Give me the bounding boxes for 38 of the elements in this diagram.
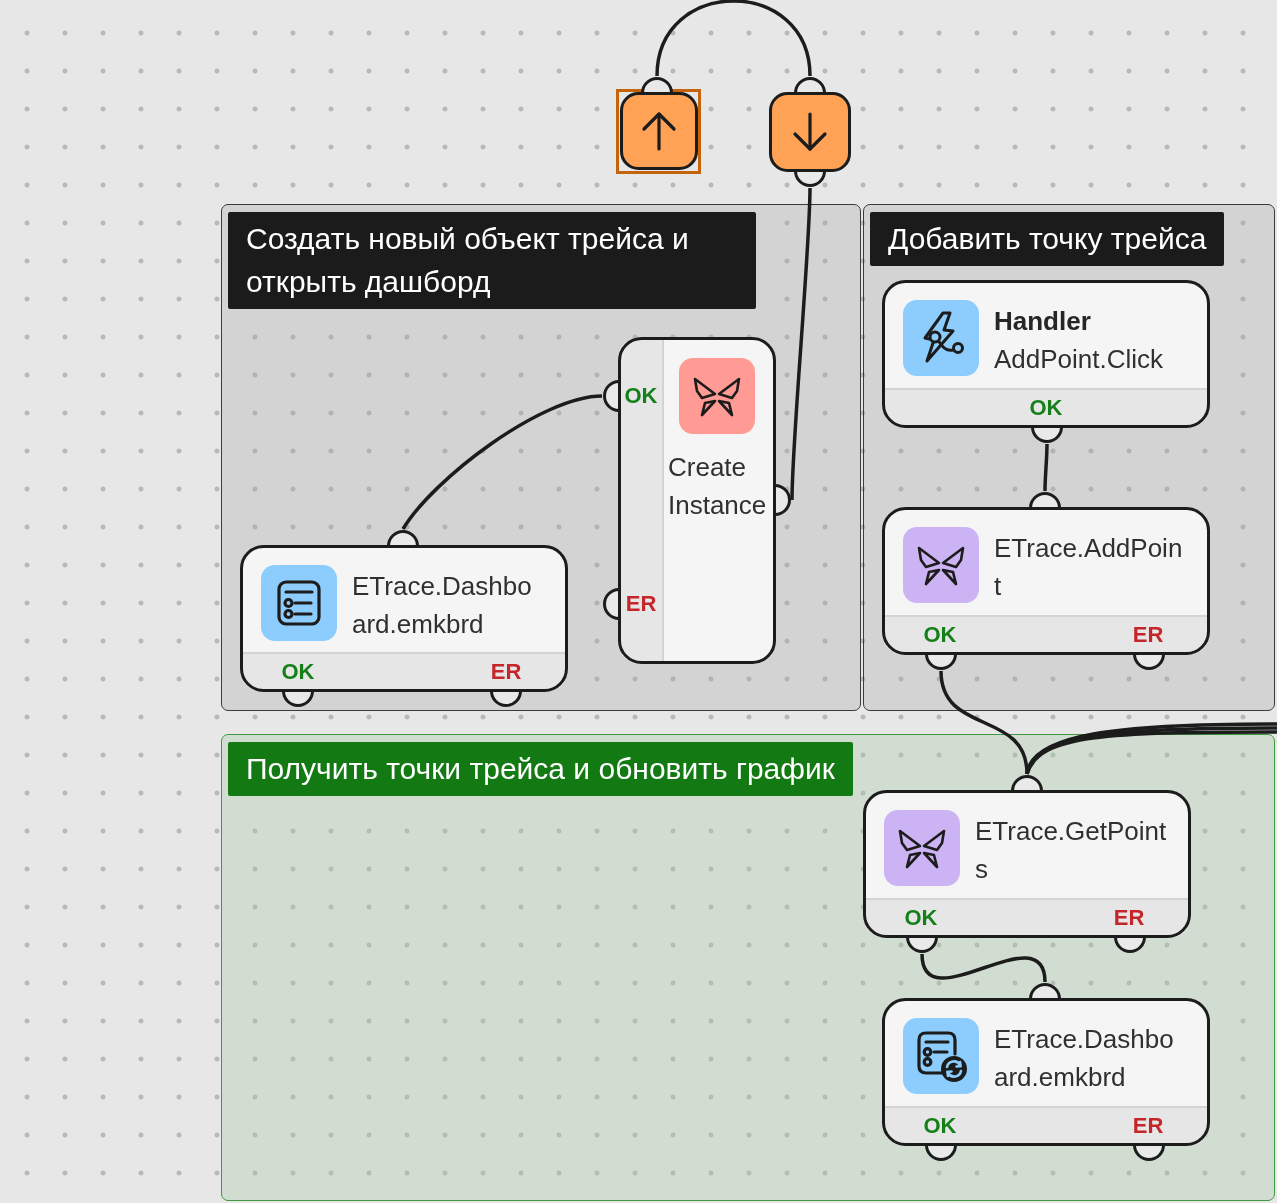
square-node — [620, 76, 698, 170]
group-title: Добавить точку трейса — [870, 212, 1225, 266]
port-label: ER — [1132, 622, 1164, 648]
node-card — [240, 529, 568, 708]
connector-line — [790, 187, 812, 501]
node-card — [602, 337, 792, 664]
port-label: ER — [1132, 1113, 1164, 1139]
connector-line — [655, 0, 812, 77]
port-label: OK — [923, 622, 957, 648]
port-label: ER — [625, 591, 657, 617]
node-card — [882, 982, 1210, 1162]
connector-line — [401, 394, 603, 530]
connector-line — [939, 670, 1029, 775]
connector-line — [1043, 444, 1049, 491]
node-title: AddPoint.Click — [994, 343, 1164, 376]
group-panel — [863, 204, 1275, 711]
port-label: OK — [624, 383, 658, 409]
group-title: Получить точки трейса и обновить график — [228, 742, 853, 796]
node-title: ETrace.AddPoint — [994, 532, 1184, 603]
node-card — [882, 491, 1210, 671]
node-title: ETrace.GetPoints — [975, 815, 1168, 886]
port-label: OK — [923, 1113, 957, 1139]
node-title: ETrace.Dashboard.emkbrd — [352, 570, 533, 641]
node-title: Create Instance — [668, 451, 768, 522]
port-label: OK — [1029, 395, 1063, 421]
connector-line — [920, 953, 1047, 983]
group-panel — [221, 734, 1275, 1201]
node-title: ETrace.Dashboard.emkbrd — [994, 1023, 1175, 1094]
square-node — [769, 76, 851, 188]
port-label: ER — [1113, 905, 1145, 931]
group-panel — [221, 204, 861, 711]
port-label: OK — [904, 905, 938, 931]
node-heading: Handler — [994, 305, 1091, 338]
port-label: ER — [490, 659, 522, 685]
group-title: Создать новый объект трейса и открыть дашборд — [228, 212, 756, 309]
node-card — [863, 774, 1191, 954]
port-label: OK — [281, 659, 315, 685]
node-card — [882, 280, 1210, 444]
